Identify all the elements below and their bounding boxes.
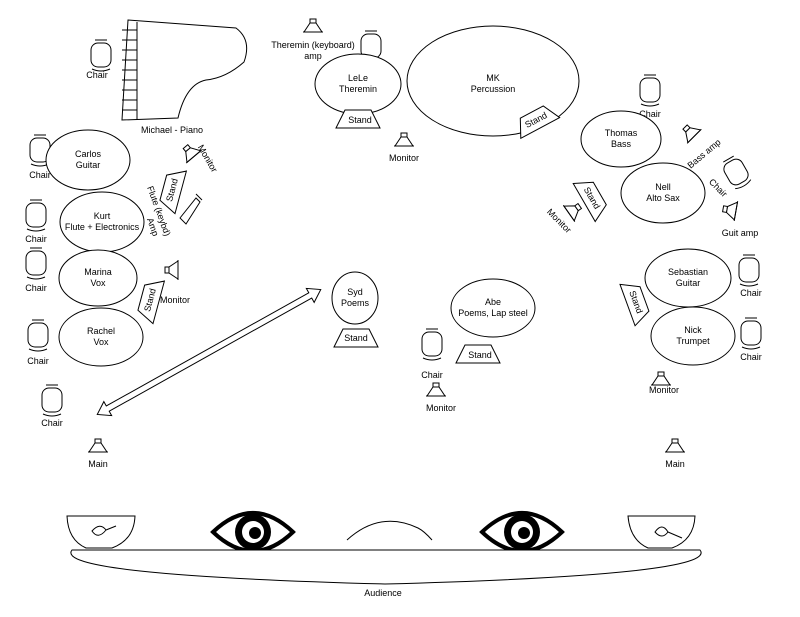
stand-kurt: Stand (157, 165, 187, 215)
performer-name: MK (486, 73, 500, 83)
performer-carlos: Carlos Guitar (45, 129, 131, 191)
performer-role: Bass (611, 139, 632, 149)
stand-nell: Stand (572, 173, 612, 223)
performer-role: Trumpet (676, 336, 710, 346)
stand-marina: Stand (135, 275, 165, 325)
performer-nick: Nick Trumpet (650, 306, 736, 366)
chair-label: Chair (421, 370, 443, 380)
chair-icon (90, 39, 112, 72)
performer-nell: Nell Alto Sax (620, 162, 706, 224)
performer-name: Kurt (94, 211, 111, 221)
chair-label: Chair (29, 170, 51, 180)
chair-label: Chair (740, 288, 762, 298)
piano: Michael - Piano (121, 19, 248, 135)
performer-role: Vox (90, 278, 106, 288)
performer-role: Guitar (676, 278, 701, 288)
monitor-icon (425, 382, 447, 397)
performer-kurt: Kurt Flute + Electronics (59, 191, 145, 253)
piano-label: Michael - Piano (141, 125, 203, 135)
chair-label: Chair (707, 177, 729, 199)
chair-label: Chair (740, 352, 762, 362)
performer-name: Sebastian (668, 267, 708, 277)
bass-amp-label: Bass amp (686, 137, 723, 170)
guit-amp-label: Guit amp (722, 228, 759, 238)
monitor-label: Monitor (160, 295, 190, 305)
eye-icon (211, 511, 295, 553)
performer-name: Abe (485, 297, 501, 307)
main-speaker-icon (664, 438, 686, 453)
performer-sebastian: Sebastian Guitar (644, 248, 732, 308)
main-speaker-icon (87, 438, 109, 453)
performer-name: Nell (655, 182, 671, 192)
stand-abe: Stand (455, 344, 501, 364)
monitor-label: Monitor (389, 153, 419, 163)
performer-role: Percussion (471, 84, 516, 94)
stand-label: Stand (344, 333, 368, 343)
chair-icon (639, 74, 661, 107)
bass-amp-icon (677, 119, 702, 144)
stand-sebastian: Stand (619, 277, 653, 327)
performer-name: Marina (84, 267, 112, 277)
performer-role: Vox (93, 337, 109, 347)
main-label: Main (665, 459, 685, 469)
stand-syd: Stand (333, 328, 379, 348)
performer-name: Nick (684, 325, 702, 335)
performer-name: Thomas (605, 128, 638, 138)
flute-amp-icon (179, 193, 203, 225)
performer-name: Syd (347, 287, 363, 297)
chair-label: Chair (25, 234, 47, 244)
audience-label: Audience (364, 588, 402, 598)
performer-abe: Abe Poems, Lap steel (450, 278, 536, 338)
monitor-icon (562, 197, 586, 223)
performer-role: Poems (341, 298, 370, 308)
monitor-icon (650, 371, 672, 386)
performer-role: Theremin (339, 84, 377, 94)
stand-label: Stand (348, 115, 372, 125)
monitor-icon (393, 132, 415, 147)
performer-marina: Marina Vox (58, 249, 138, 307)
theremin-amp-label-2: amp (304, 51, 322, 61)
eye-icon (480, 511, 564, 553)
stand-lele: Stand (335, 109, 381, 129)
theremin-amp-icon (302, 18, 324, 33)
performer-role: Alto Sax (646, 193, 680, 203)
chair-label: Chair (25, 283, 47, 293)
performer-name: Carlos (75, 149, 102, 159)
performer-rachel: Rachel Vox (58, 307, 144, 367)
theremin-amp-label: Theremin (keyboard) (271, 40, 355, 50)
performer-mk: MK Percussion (406, 25, 580, 137)
performer-role: Poems, Lap steel (458, 308, 528, 318)
monitor-icon (164, 259, 179, 281)
performer-lele: LeLe Theremin (314, 53, 402, 115)
chair-icon (27, 319, 49, 352)
chair-icon (25, 247, 47, 280)
performer-role: Flute + Electronics (65, 222, 140, 232)
guit-amp-icon (720, 198, 739, 222)
chair-icon (738, 254, 760, 287)
audience-area: Audience (66, 511, 702, 598)
chair-icon (719, 153, 754, 192)
performer-syd: Syd Poems (331, 271, 379, 325)
chair-label: Chair (41, 418, 63, 428)
performer-role: Guitar (76, 160, 101, 170)
chair-icon (41, 384, 63, 417)
chair-icon (740, 317, 762, 350)
chair-icon (421, 328, 443, 361)
stand-mk: Stand (511, 101, 561, 139)
performer-name: Rachel (87, 326, 115, 336)
monitor-label: Monitor (426, 403, 456, 413)
performer-name: LeLe (348, 73, 368, 83)
chair-icon (25, 199, 47, 232)
chair-label: Chair (639, 109, 661, 119)
double-arrow (96, 287, 322, 417)
chair-label: Chair (86, 70, 108, 80)
monitor-label: Monitor (196, 143, 220, 174)
monitor-label: Monitor (649, 385, 679, 395)
performer-thomas: Thomas Bass (580, 110, 662, 168)
stand-label: Stand (468, 350, 492, 360)
main-label: Main (88, 459, 108, 469)
chair-label: Chair (27, 356, 49, 366)
